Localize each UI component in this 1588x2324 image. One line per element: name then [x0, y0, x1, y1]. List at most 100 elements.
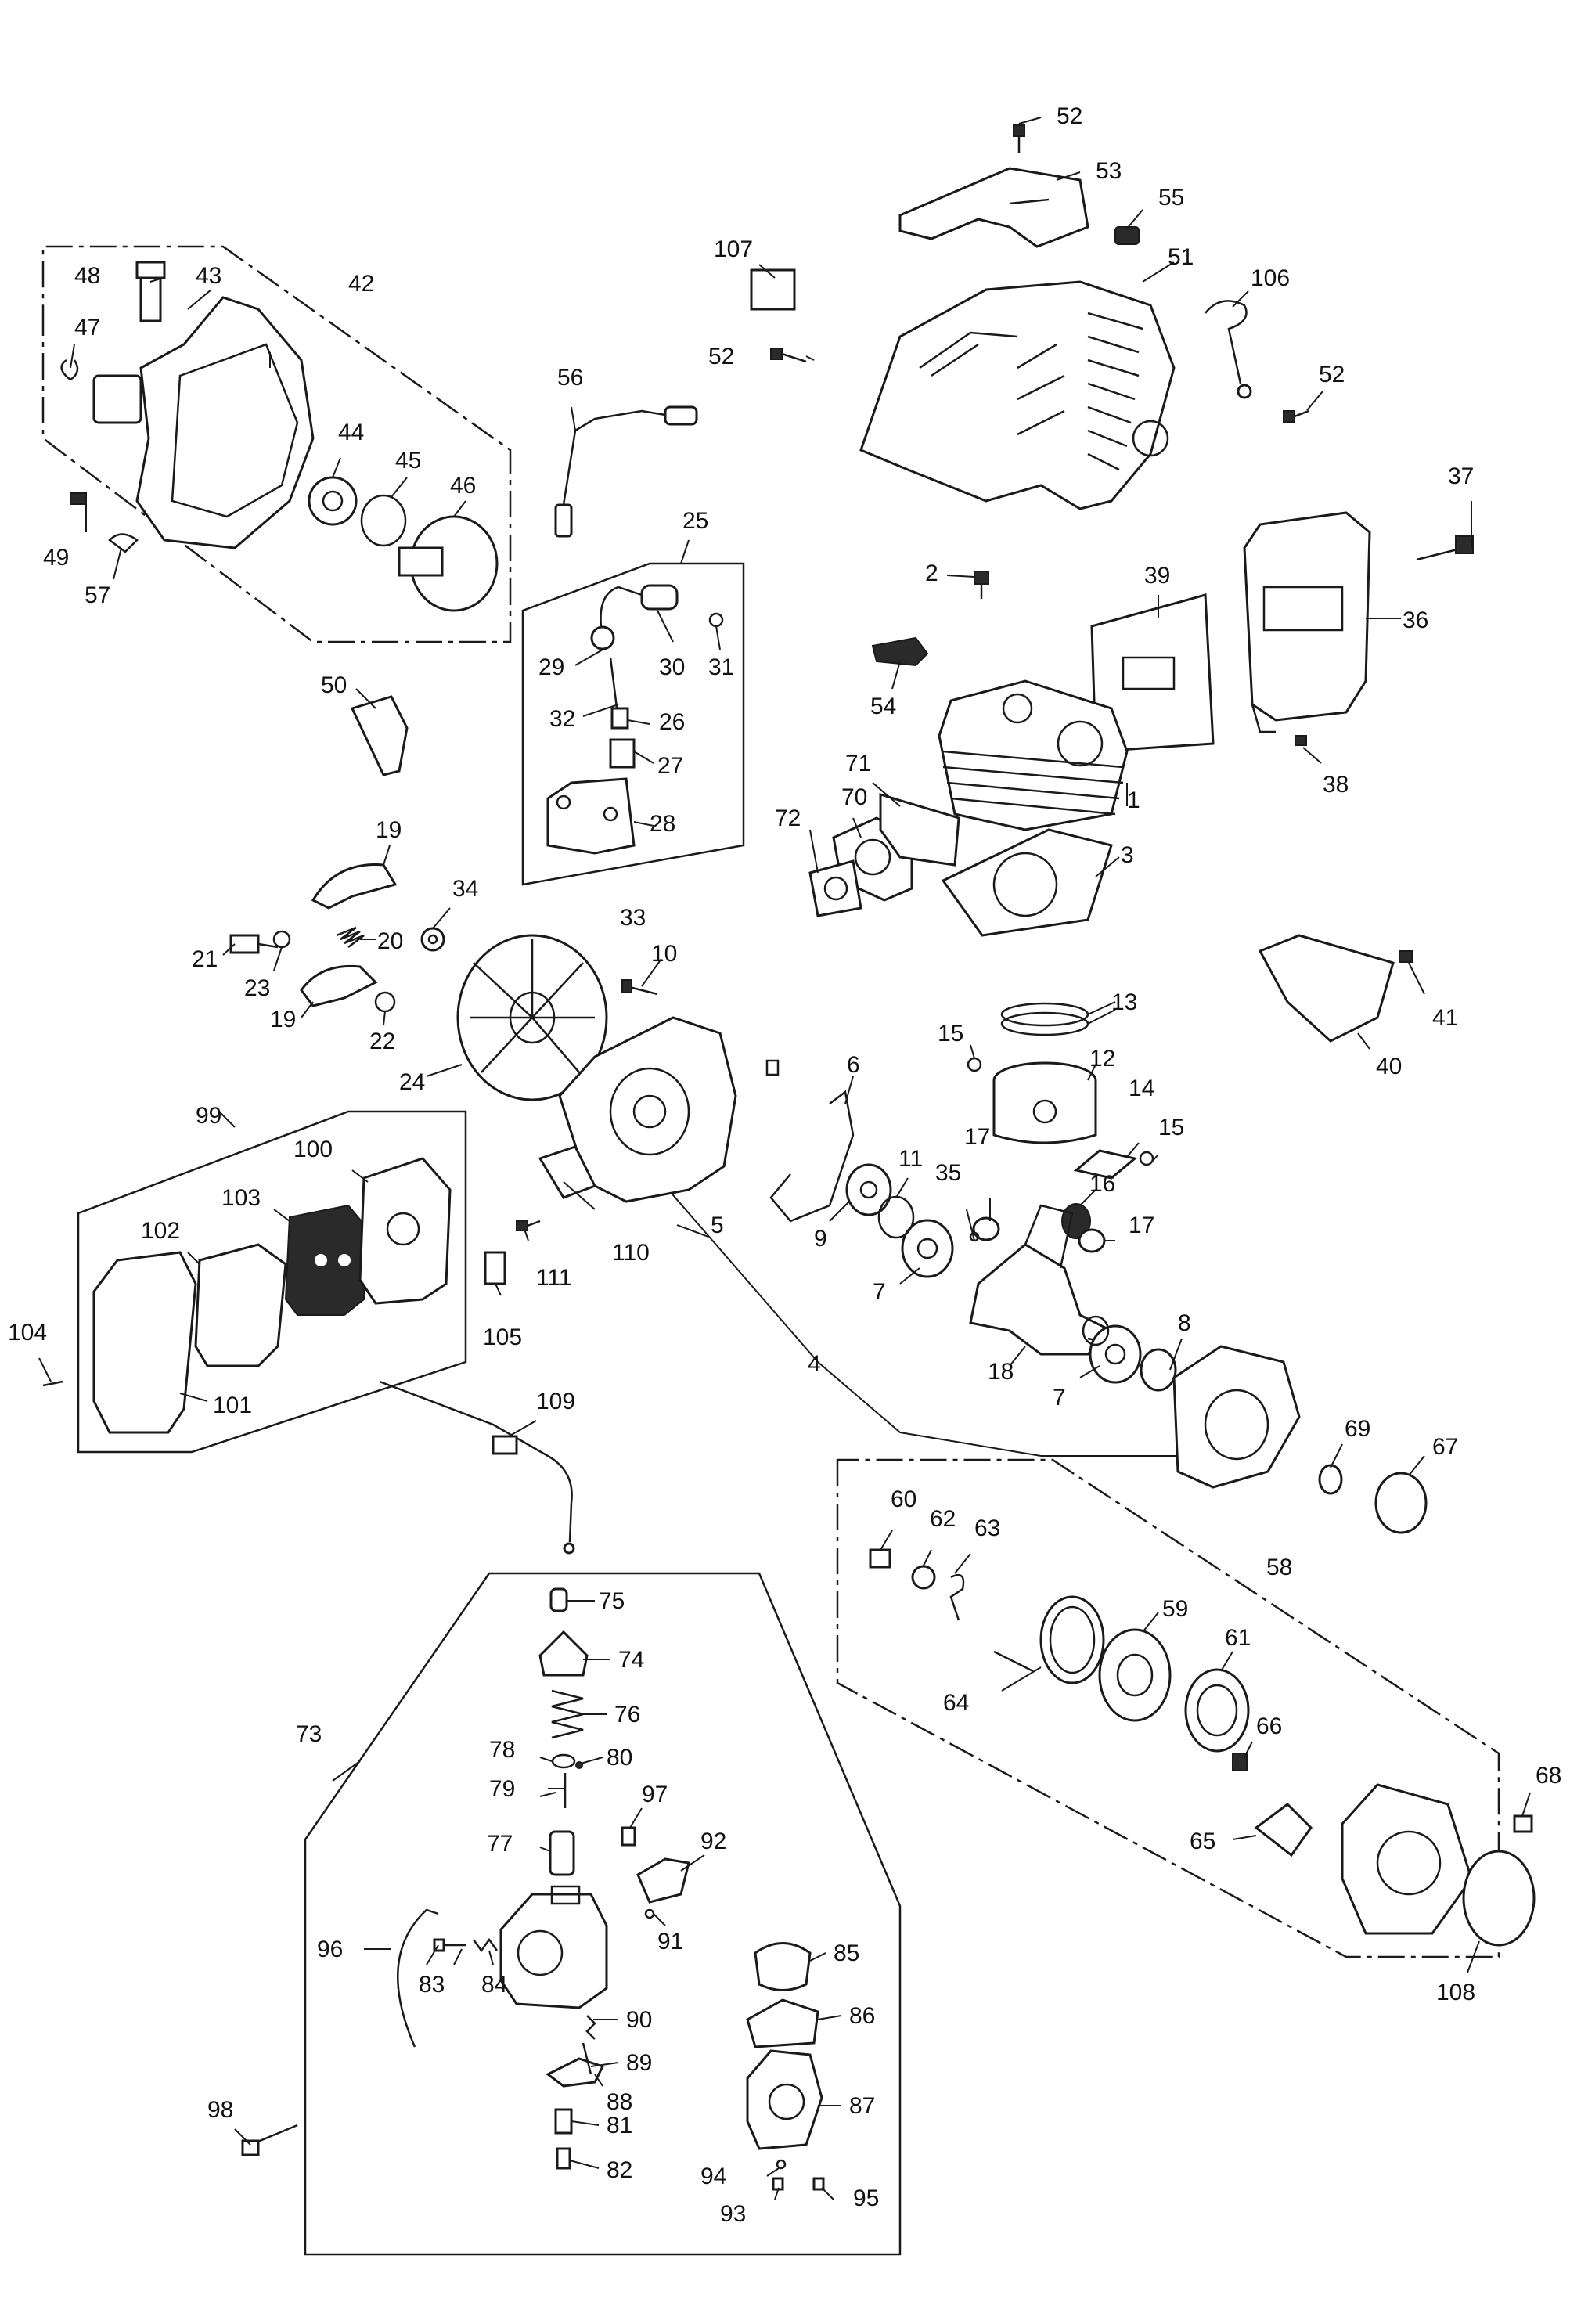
handle-part — [1254, 1803, 1313, 1857]
callout-90: 90 — [626, 2007, 652, 2033]
callout-2: 2 — [925, 560, 938, 586]
snap-ring-part — [360, 494, 407, 547]
washer-part — [1318, 1464, 1343, 1495]
callout-89: 89 — [626, 2050, 652, 2076]
leader-lines — [38, 117, 1531, 2200]
snap-ring-part — [1082, 1315, 1110, 1346]
callout-5: 5 — [711, 1212, 724, 1238]
grommet-part — [590, 625, 615, 650]
callout-38: 38 — [1323, 772, 1349, 798]
ignition-coil-part — [546, 777, 636, 855]
throttle-cable-part — [379, 1380, 573, 1543]
callout-58: 58 — [1266, 1555, 1292, 1580]
callout-97: 97 — [642, 1782, 668, 1807]
clamp-part — [108, 533, 139, 553]
callout-14: 14 — [1129, 1076, 1154, 1101]
screw-part — [516, 1220, 541, 1231]
callout-45: 45 — [395, 448, 421, 474]
callout-49: 49 — [43, 545, 69, 571]
callout-106: 106 — [1251, 265, 1290, 291]
screw-part — [812, 2177, 825, 2191]
callout-95: 95 — [853, 2185, 879, 2211]
callout-37: 37 — [1448, 463, 1474, 489]
callout-61: 61 — [1225, 1625, 1251, 1651]
coupler-part — [609, 738, 636, 769]
carburetor-body-part — [499, 1885, 608, 2009]
callout-72: 72 — [775, 805, 801, 831]
washer-part — [972, 1216, 1000, 1241]
group-73-outline — [304, 1572, 902, 2256]
callout-36: 36 — [1403, 607, 1428, 633]
callout-20: 20 — [377, 928, 403, 954]
callout-1: 1 — [1127, 787, 1140, 813]
oil-seal-part — [1140, 1348, 1177, 1392]
callout-60: 60 — [891, 1486, 916, 1512]
circlip-part — [1139, 1151, 1154, 1166]
group-25-outline — [521, 562, 745, 886]
washer-part — [374, 991, 396, 1013]
callout-31: 31 — [708, 654, 734, 680]
callout-52: 52 — [1057, 103, 1082, 129]
callout-42: 42 — [348, 271, 374, 297]
spring-part — [551, 1689, 584, 1739]
air-cleaner-cover-part — [92, 1251, 197, 1434]
flywheel-part — [456, 934, 608, 1101]
callout-75: 75 — [599, 1588, 625, 1614]
screw-part — [433, 1938, 466, 1952]
fitting-part — [708, 612, 724, 628]
callout-29: 29 — [538, 654, 564, 680]
starter-case-part — [1341, 1783, 1473, 1935]
callout-100: 100 — [293, 1137, 333, 1162]
callout-69: 69 — [1345, 1416, 1370, 1442]
callout-35: 35 — [935, 1160, 961, 1186]
callout-50: 50 — [321, 672, 347, 698]
bolt-part — [621, 979, 658, 996]
callout-15: 15 — [1158, 1115, 1184, 1140]
screw-part — [1013, 124, 1025, 153]
drive-cup-part — [1374, 1472, 1428, 1534]
piston-part — [992, 1061, 1097, 1144]
callout-88: 88 — [607, 2089, 632, 2115]
label-part — [484, 1251, 506, 1285]
callout-17: 17 — [964, 1124, 990, 1150]
callout-7: 7 — [873, 1279, 886, 1305]
callout-68: 68 — [1536, 1763, 1561, 1789]
washer-part — [776, 2159, 787, 2170]
callout-91: 91 — [657, 1929, 683, 1955]
callout-80: 80 — [607, 1745, 632, 1771]
spring-part — [472, 1937, 499, 1953]
callout-40: 40 — [1376, 1054, 1402, 1079]
top-cover-part — [859, 280, 1176, 510]
callout-44: 44 — [338, 420, 364, 445]
callout-48: 48 — [74, 263, 100, 289]
callout-84: 84 — [481, 1972, 507, 1998]
bolt-part — [241, 2124, 298, 2156]
pawl-part — [1232, 1753, 1248, 1771]
bearing-part — [845, 1163, 892, 1216]
callout-59: 59 — [1162, 1596, 1188, 1622]
callout-22: 22 — [369, 1029, 395, 1054]
callout-24: 24 — [399, 1069, 425, 1095]
callout-27: 27 — [657, 753, 683, 779]
crankcase-half-part — [1172, 1345, 1301, 1489]
recoil-spring-part — [1184, 1668, 1250, 1753]
callout-25: 25 — [682, 508, 708, 534]
callout-101: 101 — [213, 1393, 252, 1418]
callout-3: 3 — [1121, 842, 1134, 868]
callout-19: 19 — [270, 1007, 296, 1032]
throttle-lever-part — [636, 1857, 690, 1904]
callout-33: 33 — [620, 905, 646, 931]
callout-18: 18 — [988, 1359, 1014, 1385]
callout-labels: 1 2 3 4 5 6 7 7 8 9 10 11 12 13 14 15 15… — [8, 103, 1561, 2227]
callout-105: 105 — [483, 1324, 522, 1350]
washer-part — [644, 1908, 655, 1919]
callout-47: 47 — [74, 315, 100, 340]
callout-11: 11 — [898, 1146, 923, 1172]
reel-part — [1039, 1595, 1105, 1684]
callout-12: 12 — [1089, 1046, 1115, 1072]
throttle-valve-part — [549, 1830, 575, 1876]
callout-83: 83 — [419, 1972, 445, 1998]
screw-part — [1513, 1814, 1533, 1833]
callout-109: 109 — [536, 1389, 575, 1414]
